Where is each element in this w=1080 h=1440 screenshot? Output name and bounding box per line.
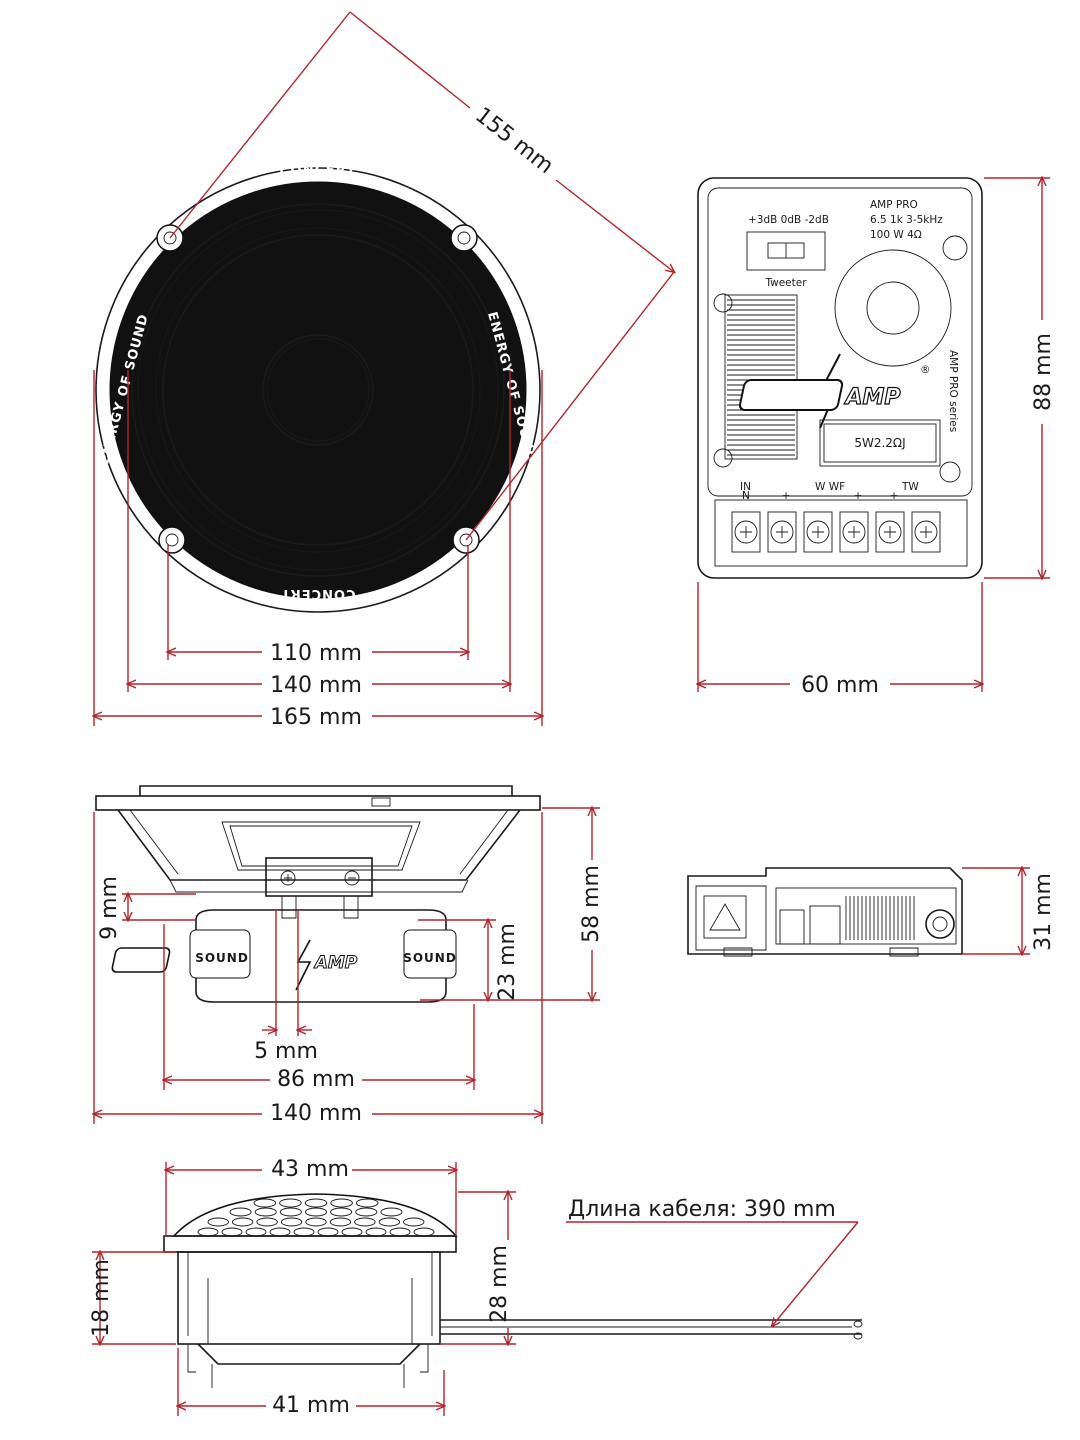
magnet-text-right: SOUND — [403, 951, 457, 965]
crossover-height-label: 88 mm — [1031, 333, 1056, 411]
side-width-label: 140 mm — [270, 1101, 362, 1126]
coil-windings — [727, 299, 795, 456]
grille-cell — [207, 1217, 229, 1227]
amp-logo: AMP ® — [738, 353, 931, 429]
terminal-screw — [878, 520, 902, 544]
grille-cell — [354, 1217, 376, 1227]
terminal-gap-label: 5 mm — [254, 1039, 318, 1064]
terminal-sign: - — [928, 490, 932, 502]
crossover-top-view: +3dB 0dB -2dB Tweeter AMP PRO 6.5 1k 3-5… — [698, 178, 1056, 698]
magnet-height-label: 23 mm — [495, 923, 520, 1001]
terminal-housing — [875, 511, 905, 553]
magnet-text-left: SOUND — [195, 951, 249, 965]
tweeter-total-height-label: 28 mm — [487, 1245, 512, 1323]
terminal-signs: - + - + + - — [748, 490, 932, 502]
magnet-diameter-label: 86 mm — [277, 1067, 355, 1092]
terminal-in-label: IN — [740, 481, 751, 493]
model-text: AMP PRO — [870, 199, 918, 211]
hole-spacing-label: 110 mm — [270, 641, 362, 666]
tweeter-top-label: 43 mm — [271, 1157, 349, 1182]
screw-slot — [740, 526, 752, 538]
frame-offset-label: 9 mm — [97, 876, 122, 940]
grille-cell — [279, 1198, 302, 1208]
outer-diameter-label: 165 mm — [270, 705, 362, 730]
magnet-logo: AMP — [313, 953, 358, 973]
grille-cell — [304, 1198, 328, 1208]
screw-slot — [812, 526, 824, 538]
terminal-housing — [839, 511, 869, 553]
registered-mark: ® — [920, 364, 931, 376]
cable-length-label: Длина кабеля: 390 mm — [568, 1197, 836, 1222]
crossover-depth-label: 31 mm — [1031, 873, 1056, 951]
grille-cell — [330, 1207, 353, 1217]
terminal-sign: - — [820, 490, 824, 502]
terminal-screw — [734, 520, 758, 544]
terminal-housing — [767, 511, 797, 553]
terminal-screw — [770, 520, 794, 544]
terminal-housing — [911, 511, 941, 553]
grille-cell — [231, 1217, 254, 1227]
grille-cell — [305, 1217, 327, 1227]
terminal-housing — [803, 511, 833, 553]
speaker-side-view: SOUND SOUND AMP 9 mm 58 mm 23 mm 5 mm 86… — [94, 785, 604, 1126]
screw-slot — [848, 526, 860, 538]
terminal-sign: + — [854, 490, 863, 502]
ring-text-bottom: CONCERT — [280, 586, 355, 601]
grille-cell — [380, 1207, 403, 1217]
diagonal-label: 155 mm — [470, 103, 558, 179]
terminal-housing — [731, 511, 761, 553]
switch-levels: +3dB 0dB -2dB — [748, 214, 829, 226]
spec-line-1: 6.5 1k 3-5kHz — [870, 214, 943, 226]
grille-cell — [329, 1217, 352, 1227]
grille-cell — [403, 1217, 425, 1227]
tweeter-body-height-label: 18 mm — [89, 1259, 114, 1337]
grille-cell — [378, 1217, 401, 1227]
grille-cell — [279, 1207, 302, 1217]
screw-slot — [776, 526, 788, 538]
spec-line-2: 100 W 4Ω — [870, 229, 922, 241]
grille-cell — [280, 1217, 303, 1227]
ring-text-top: CONCERT — [279, 163, 357, 181]
terminal-sign: + — [782, 490, 791, 502]
grille-cell — [256, 1217, 278, 1227]
grille-cell — [330, 1198, 353, 1208]
depth-label: 58 mm — [579, 865, 604, 943]
tweeter-view: Длина кабеля: 390 mm 43 mm 28 mm 18 mm 4… — [89, 1157, 863, 1418]
terminal-screw — [842, 520, 866, 544]
crossover-width-label: 60 mm — [801, 673, 879, 698]
resistor-label: 5W2.2ΩJ — [854, 436, 905, 450]
screw-slot — [920, 526, 932, 538]
speaker-front-view: CONCERT CONCERT ENERGY OF SOUND ENERGY O… — [94, 11, 674, 730]
terminal-tw-label: TW — [901, 481, 919, 493]
terminal-sign: + — [890, 490, 899, 502]
logo-text: AMP — [843, 385, 900, 410]
crossover-side-view: 31 mm — [687, 868, 1056, 957]
grille-cell — [304, 1207, 328, 1217]
terminal-in2-label: N — [742, 490, 750, 502]
terminal-screw — [806, 520, 830, 544]
tweeter-bottom-label: 41 mm — [272, 1393, 350, 1418]
mount-diameter-label: 140 mm — [270, 673, 362, 698]
terminal-block — [731, 511, 941, 553]
switch-label: Tweeter — [764, 277, 807, 289]
series-text: AMP PRO series — [947, 350, 959, 432]
grille-cell — [355, 1207, 378, 1217]
terminal-wf-label: W WF — [815, 481, 845, 493]
grille-cell — [253, 1198, 277, 1208]
grille-cell — [254, 1207, 277, 1217]
grille-cell — [355, 1198, 379, 1208]
terminal-sign: - — [748, 490, 752, 502]
terminal-screw — [914, 520, 938, 544]
side-coil — [845, 896, 915, 940]
screw-slot — [884, 526, 896, 538]
grille-cell — [229, 1207, 252, 1217]
